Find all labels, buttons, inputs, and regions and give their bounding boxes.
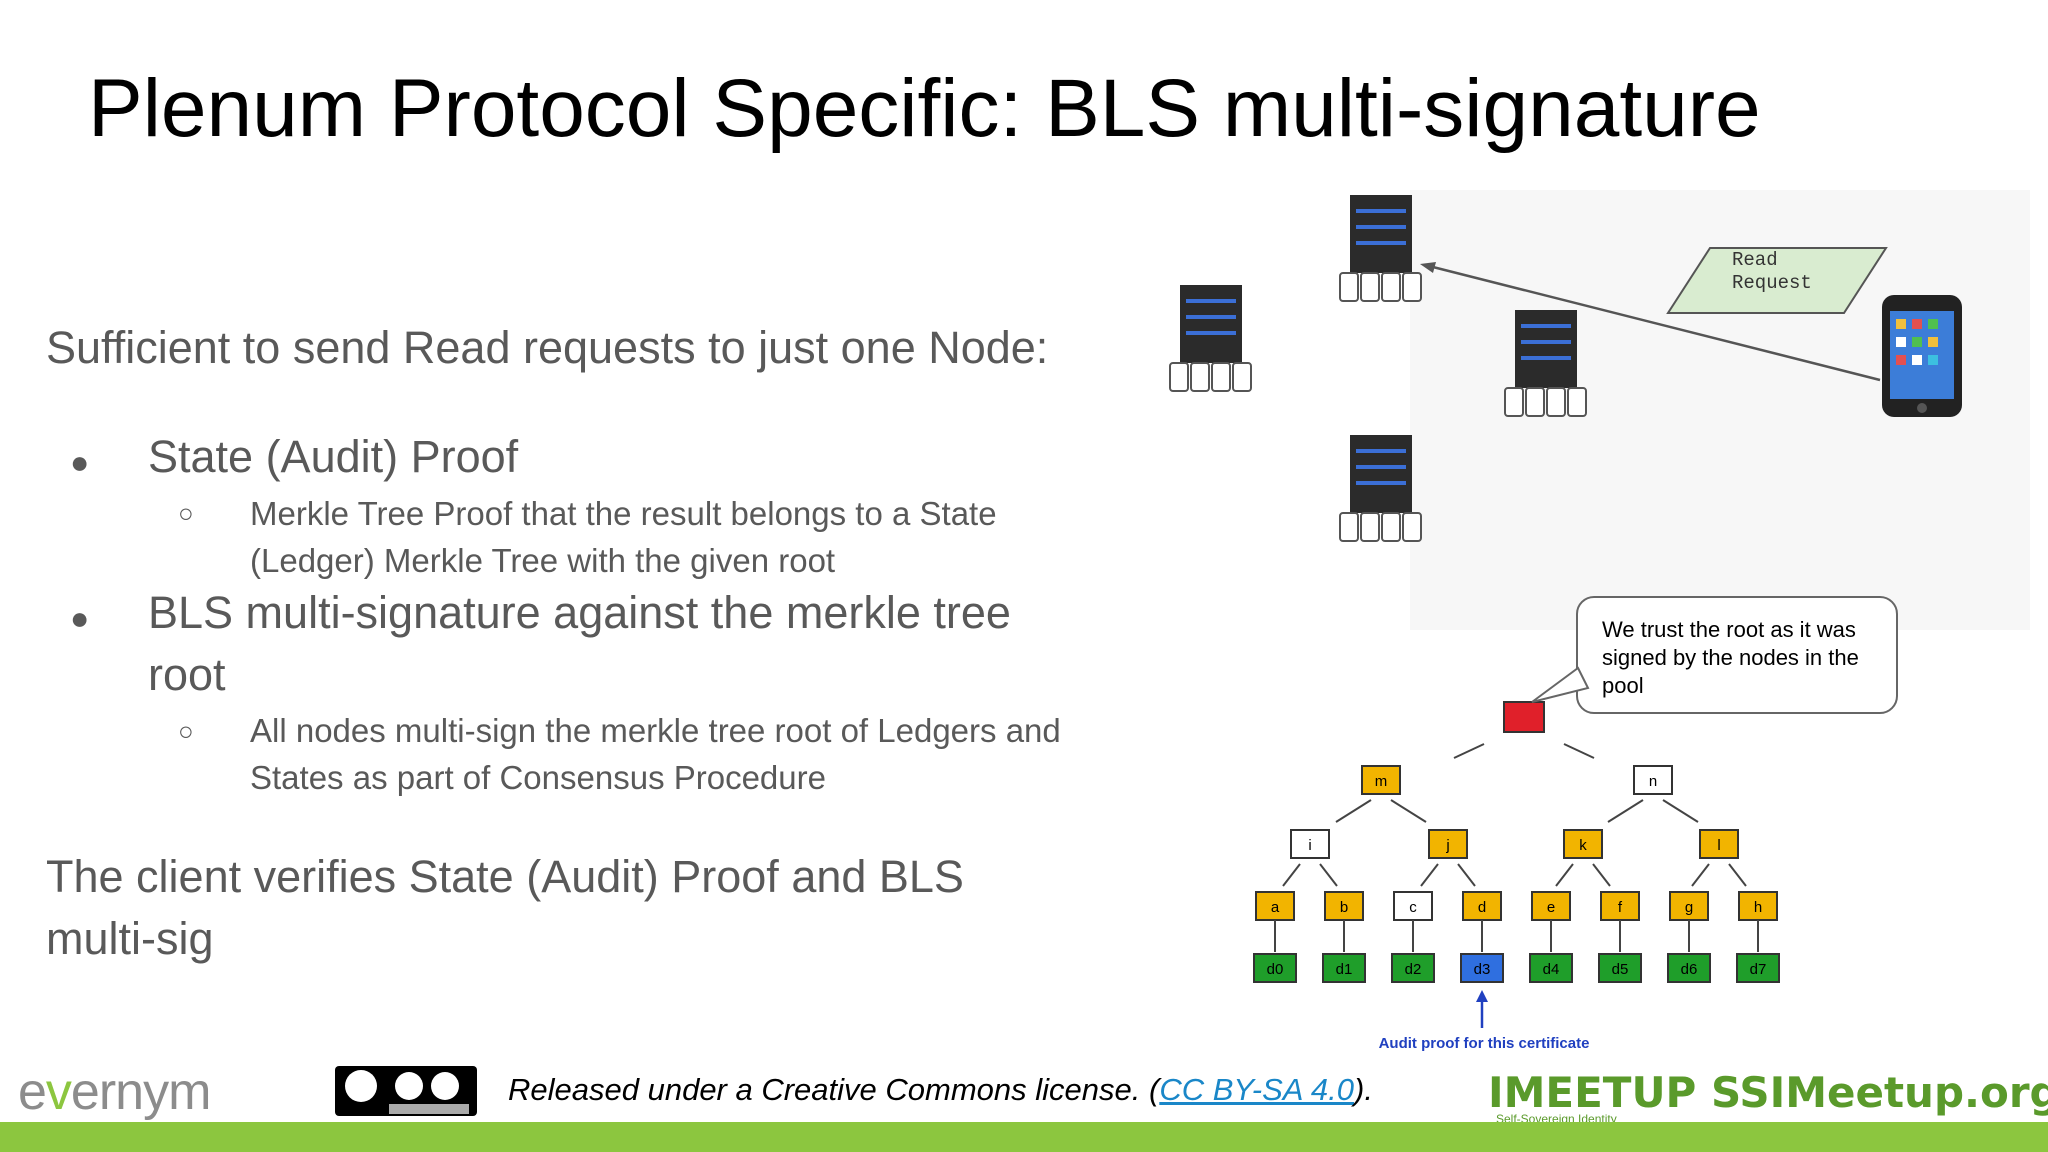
server-icon xyxy=(1169,285,1252,392)
leaf-d1 xyxy=(1322,953,1366,983)
evernym-logo: evernym xyxy=(18,1063,211,1121)
server-icon xyxy=(1504,310,1587,417)
bullet-dot-2: ● xyxy=(70,600,90,636)
server-icon xyxy=(1339,195,1422,302)
cc-icon xyxy=(345,1070,469,1114)
tree-label-a: a xyxy=(1271,899,1280,916)
bullet-dot-1: ● xyxy=(70,444,90,480)
leaf-d2 xyxy=(1391,953,1435,983)
tree-label-b: b xyxy=(1340,899,1348,916)
ssimeetup-logo: IMEETUP SSIMeetup.org xyxy=(1488,1068,2048,1117)
leaf-d4 xyxy=(1529,953,1573,983)
tree-node-d xyxy=(1462,891,1502,921)
leaf-label-d0: d0 xyxy=(1267,961,1284,978)
phone-icon xyxy=(1882,295,1962,417)
leaf-label-d4: d4 xyxy=(1543,961,1560,978)
bullet-1: State (Audit) Proof xyxy=(148,431,519,482)
read-request-line2: Request xyxy=(1732,272,1812,294)
leaf-label-d6: d6 xyxy=(1681,961,1698,978)
tree-label-n: n xyxy=(1649,773,1657,790)
leaf-d6 xyxy=(1667,953,1711,983)
callout-bubble: We trust the root as it was signed by th… xyxy=(1576,596,1898,714)
tree-label-k: k xyxy=(1579,837,1587,854)
leaf-label-d5: d5 xyxy=(1612,961,1629,978)
tree-node-h xyxy=(1738,891,1778,921)
tree-label-h: h xyxy=(1754,899,1762,916)
subbullet-dot-2: ○ xyxy=(178,716,194,746)
tree-label-m: m xyxy=(1375,773,1388,790)
tree-node-l xyxy=(1699,829,1739,859)
tree-label-i: i xyxy=(1308,837,1311,854)
read-request-shape xyxy=(1666,247,1888,314)
leaf-d7 xyxy=(1736,953,1780,983)
tree-node-n xyxy=(1633,765,1673,795)
slide-title: Plenum Protocol Specific: BLS multi-sign… xyxy=(88,63,1761,154)
leaf-label-d3: d3 xyxy=(1474,961,1491,978)
server-icon xyxy=(1339,435,1422,542)
tree-label-g: g xyxy=(1685,899,1693,916)
arrow-head-icon xyxy=(1420,262,1436,273)
conclusion-text: The client verifies State (Audit) Proof … xyxy=(46,851,964,964)
subbullet-2: All nodes multi-sign the merkle tree roo… xyxy=(250,712,1061,796)
footer-bar xyxy=(0,1122,2048,1152)
tree-label-e: e xyxy=(1547,899,1555,916)
leaf-label-d7: d7 xyxy=(1750,961,1767,978)
lead-text: Sufficient to send Read requests to just… xyxy=(46,322,1049,373)
tree-label-f: f xyxy=(1618,899,1623,916)
subbullet-dot-1: ○ xyxy=(178,498,194,528)
tree-label-c: c xyxy=(1409,899,1417,916)
tree-label-l: l xyxy=(1717,837,1720,854)
callout-tail xyxy=(1531,666,1590,703)
tree-node-e xyxy=(1531,891,1571,921)
network-diagram: Read Request xyxy=(1169,190,2030,630)
tree-node-a xyxy=(1255,891,1295,921)
tree-label-d: d xyxy=(1478,899,1486,916)
tree-label-j: j xyxy=(1445,837,1449,854)
tree-node-i xyxy=(1290,829,1330,859)
license-link[interactable]: CC BY-SA 4.0 xyxy=(1159,1072,1354,1107)
audit-proof-label: Audit proof for this certificate xyxy=(1379,1035,1590,1052)
license-text: Released under a Creative Commons licens… xyxy=(508,1072,1373,1107)
leaf-label-d1: d1 xyxy=(1336,961,1353,978)
tree-node-m xyxy=(1361,765,1401,795)
tree-node-k xyxy=(1563,829,1603,859)
subbullet-1: Merkle Tree Proof that the result belong… xyxy=(250,495,997,579)
arrow-up-icon xyxy=(1476,990,1488,1002)
bullet-2: BLS multi-signature against the merkle t… xyxy=(148,587,1011,700)
leaf-d3 xyxy=(1460,953,1504,983)
merkle-tree: m n i j k l a b c d e f g h d0 d1 d2 d3 xyxy=(1253,701,1780,1052)
leaf-label-d2: d2 xyxy=(1405,961,1422,978)
leaf-d0 xyxy=(1253,953,1297,983)
read-request-line1: Read xyxy=(1732,249,1778,271)
tree-node-j xyxy=(1428,829,1468,859)
leaf-d5 xyxy=(1598,953,1642,983)
cc-license-badge xyxy=(335,1066,477,1116)
root-node xyxy=(1503,701,1545,733)
request-arrow xyxy=(1424,263,1881,382)
